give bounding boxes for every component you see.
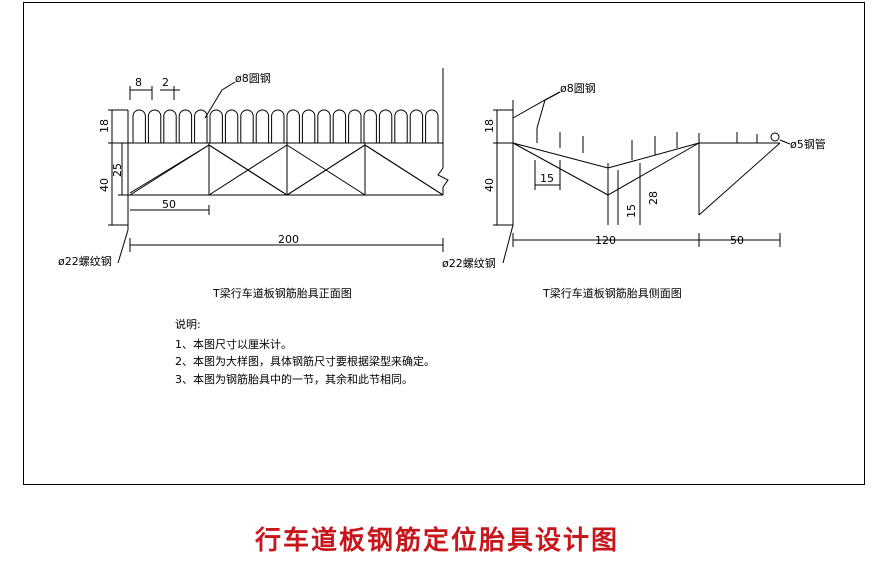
note-item: 1、本图尺寸以厘米计。 bbox=[175, 337, 292, 351]
side-rebar-leader bbox=[502, 224, 514, 264]
front-rebar-label: ø22螺纹钢 bbox=[58, 254, 112, 268]
rod-loop bbox=[348, 109, 362, 143]
side-pipe-leader bbox=[779, 139, 791, 145]
side-rebar-label: ø22螺纹钢 bbox=[442, 256, 496, 270]
dim-d2-text: 2 bbox=[162, 76, 169, 89]
rod-loop bbox=[240, 109, 254, 143]
rod-loop bbox=[255, 109, 270, 143]
rod-loop bbox=[209, 109, 223, 143]
front-truss-g bbox=[208, 144, 288, 196]
side-rod-leader bbox=[536, 91, 561, 129]
dim-h18-text: 18 bbox=[98, 119, 111, 133]
notes-heading: 说明: bbox=[175, 317, 201, 331]
front-truss-f bbox=[286, 144, 366, 196]
front-view-caption: T梁行车道板钢筋胎具正面图 bbox=[212, 286, 352, 300]
rod-loop bbox=[147, 109, 162, 143]
side-dim-h15-text: 15 bbox=[625, 204, 638, 218]
dim-h40-text: 40 bbox=[98, 178, 111, 192]
side-dim-h40-text: 40 bbox=[483, 178, 496, 192]
rod-loop bbox=[301, 109, 316, 143]
side-dim-w120-text: 120 bbox=[595, 234, 616, 247]
front-view bbox=[108, 68, 449, 264]
side-brace bbox=[698, 142, 781, 216]
side-pipe-circle bbox=[770, 132, 780, 142]
front-rebar-leader bbox=[117, 229, 129, 264]
side-rod-label: ø8圆钢 bbox=[560, 82, 596, 95]
side-view bbox=[493, 91, 791, 264]
front-rod-loops bbox=[132, 109, 439, 143]
rod-loop bbox=[224, 109, 239, 143]
dim-h25-text: 25 bbox=[111, 163, 124, 177]
dim-d8-text: 8 bbox=[135, 76, 142, 89]
notes-block: 说明: 1、本图尺寸以厘米计。 2、本图为大样图，具体钢筋尺寸要根据梁型来确定。… bbox=[175, 317, 435, 386]
side-dim-w15-text: 15 bbox=[540, 172, 554, 185]
dim-w50-text: 50 bbox=[162, 198, 176, 211]
rod-loop bbox=[332, 109, 347, 143]
front-wall-break bbox=[437, 167, 449, 188]
rod-loop bbox=[286, 109, 300, 143]
note-item: 2、本图为大样图，具体钢筋尺寸要根据梁型来确定。 bbox=[175, 354, 435, 368]
dim-w200-text: 200 bbox=[278, 233, 299, 246]
rod-loop bbox=[194, 109, 208, 143]
page-title: 行车道板钢筋定位胎具设计图 bbox=[254, 526, 619, 556]
side-pipe-label: ø5钢管 bbox=[790, 137, 826, 151]
side-dim-w50-text: 50 bbox=[730, 234, 744, 247]
rod-loop bbox=[425, 109, 439, 143]
note-item: 3、本图为钢筋胎具中的一节，其余和此节相同。 bbox=[175, 372, 413, 386]
side-view-caption: T梁行车道板钢筋胎具侧面图 bbox=[542, 286, 682, 300]
rod-loop bbox=[394, 109, 408, 143]
rod-loop bbox=[363, 109, 377, 143]
front-rod-label: ø8圆钢 bbox=[235, 72, 271, 85]
side-v-upper bbox=[512, 142, 700, 169]
front-truss-b bbox=[129, 144, 210, 194]
rod-loop bbox=[132, 109, 146, 143]
rod-loop bbox=[271, 109, 285, 143]
front-truss-d bbox=[364, 144, 444, 196]
rod-loop bbox=[409, 109, 424, 143]
side-dim-h28-text: 28 bbox=[647, 191, 660, 205]
side-dim-h18-text: 18 bbox=[483, 119, 496, 133]
drawing-frame bbox=[23, 2, 865, 485]
rod-loop bbox=[378, 109, 393, 143]
rod-loop bbox=[178, 109, 193, 143]
rod-loop bbox=[163, 109, 177, 143]
front-rod-leader bbox=[204, 81, 236, 119]
rod-loop bbox=[317, 109, 331, 143]
